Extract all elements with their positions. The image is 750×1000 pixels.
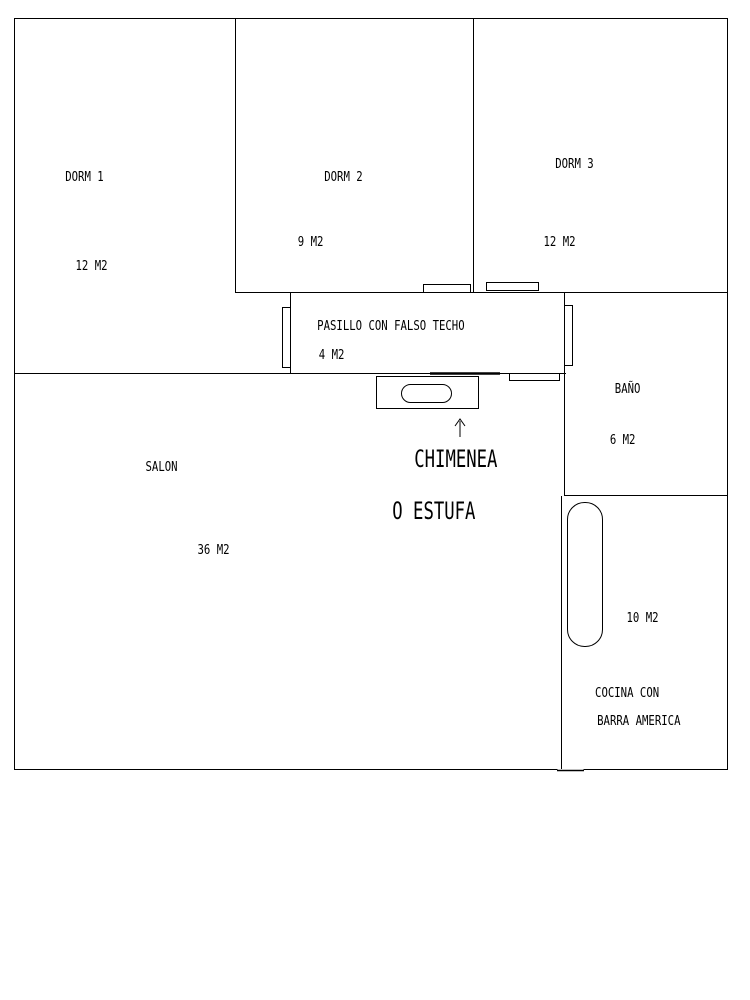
fireplace-opening <box>401 384 452 403</box>
door-dorm3 <box>486 282 539 291</box>
room-name-dorm3: DORM 3 <box>555 156 593 171</box>
fireplace-arrow-head <box>454 418 466 427</box>
door-dorm1 <box>282 307 291 368</box>
room-name-dorm1: DORM 1 <box>65 169 103 184</box>
room-area-dorm1: 12 M2 <box>76 258 108 273</box>
room-area-dorm3: 12 M2 <box>544 234 576 249</box>
door-dorm2 <box>423 284 471 293</box>
room-name-bano: BAÑO <box>615 380 641 396</box>
fireplace-label-line1: CHIMENEA <box>414 445 498 473</box>
room-area-dorm2: 9 M2 <box>298 234 324 249</box>
door-salon-pasillo <box>509 373 560 381</box>
room-area-salon: 36 M2 <box>198 542 230 557</box>
room-area-pasillo: 4 M2 <box>319 347 345 362</box>
outer-wall <box>14 18 728 770</box>
room-name-pasillo: PASILLO CON FALSO TECHO <box>317 318 464 333</box>
room-area-cocina: 10 M2 <box>627 610 659 625</box>
door-bano <box>564 305 573 366</box>
room-name-cocina-line1: COCINA CON <box>595 685 659 700</box>
room-name-dorm2: DORM 2 <box>324 169 362 184</box>
fireplace-box <box>376 376 479 409</box>
room-name-salon: SALON <box>146 459 178 474</box>
fireplace-label-line2: O ESTUFA <box>392 497 476 525</box>
room-area-bano: 6 M2 <box>610 432 636 447</box>
room-name-cocina-line2: BARRA AMERICA <box>597 713 680 728</box>
kitchen-bar <box>567 502 603 647</box>
